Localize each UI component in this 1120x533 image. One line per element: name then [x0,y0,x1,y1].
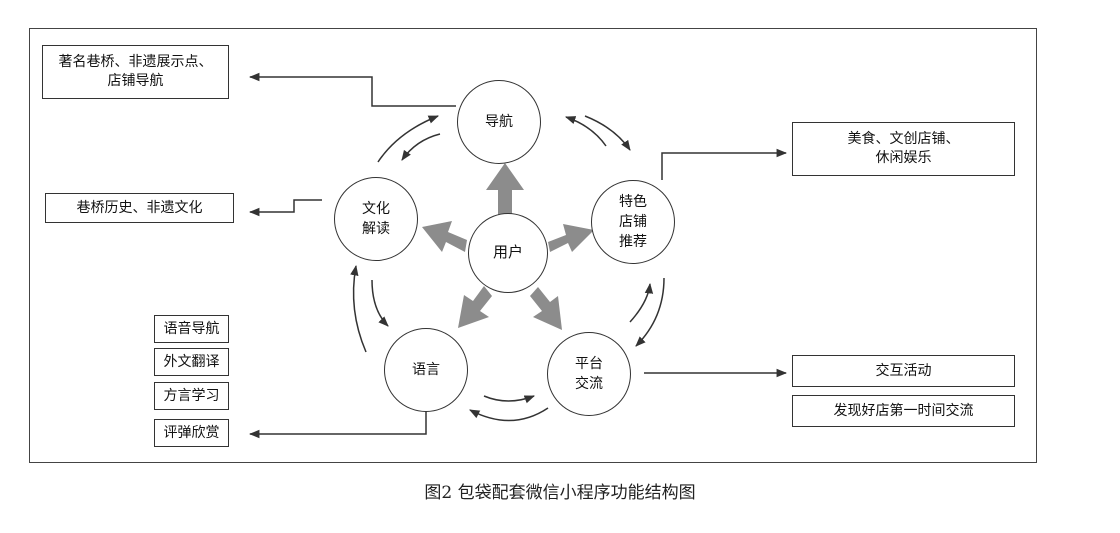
node-language: 语言 [384,328,468,412]
node-user-label: 用户 [492,243,523,262]
node-user: 用户 [468,213,548,293]
language-item-text: 评弹欣赏 [163,424,220,441]
platform-item-box: 交互活动 [792,355,1015,387]
center-arrow-to-navigation [486,163,524,215]
connector-navigation [248,72,456,107]
center-arrow-to-shops [548,224,594,252]
center-arrow-to-culture [422,221,467,252]
navigation-detail-box: 著名巷桥、非遗展示点、 店铺导航 [42,45,229,99]
language-item-text: 语音导航 [163,320,220,337]
cycle-arrow-culture-to-language [371,279,389,327]
platform-item-text: 发现好店第一时间交流 [833,402,974,419]
node-shops: 特色 店铺 推荐 [591,180,675,264]
connector-language [248,404,427,439]
cycle-arrow-platform-to-language [469,407,549,422]
cycle-arrow-shops-to-nav [565,116,607,147]
node-culture-label: 文化 解读 [362,200,390,237]
shops-detail-text: 美食、文创店铺、 休闲娱乐 [847,131,960,166]
cycle-arrow-nav-to-culture [401,133,441,161]
culture-detail-box: 巷桥历史、非遗文化 [45,193,234,223]
cycle-arrow-platform-to-shops [629,282,654,323]
cycle-arrow-nav-to-shops [584,115,631,151]
language-item-box: 方言学习 [154,382,229,410]
node-platform-label: 平台 交流 [575,355,603,392]
node-language-label: 语言 [412,361,440,378]
platform-item-text: 交互活动 [875,362,932,379]
figure-caption: 图2 包袋配套微信小程序功能结构图 [424,483,696,503]
center-arrow-to-language [458,286,492,328]
shops-detail-box: 美食、文创店铺、 休闲娱乐 [792,122,1015,176]
language-item-box: 语音导航 [154,315,229,343]
navigation-detail-text: 著名巷桥、非遗展示点、 店铺导航 [58,54,213,89]
language-item-text: 方言学习 [163,387,220,404]
node-culture: 文化 解读 [334,177,418,261]
cycle-arrow-language-to-culture [350,264,367,353]
language-item-text: 外文翻译 [163,353,220,370]
platform-item-box: 发现好店第一时间交流 [792,395,1015,427]
node-shops-label: 特色 店铺 推荐 [619,193,647,251]
language-item-box: 评弹欣赏 [154,419,229,447]
culture-detail-text: 巷桥历史、非遗文化 [76,199,203,216]
connector-shops [661,148,788,180]
center-arrow-to-platform [530,287,562,330]
node-navigation: 导航 [457,80,541,164]
node-navigation-label: 导航 [485,113,513,130]
connector-culture [248,199,322,217]
diagram-frame [29,28,1037,463]
cycle-arrow-culture-to-nav [377,115,439,163]
node-platform: 平台 交流 [547,332,631,416]
language-item-box: 外文翻译 [154,348,229,376]
cycle-arrow-language-to-platform [483,395,535,404]
cycle-arrow-shops-to-platform [635,277,665,347]
